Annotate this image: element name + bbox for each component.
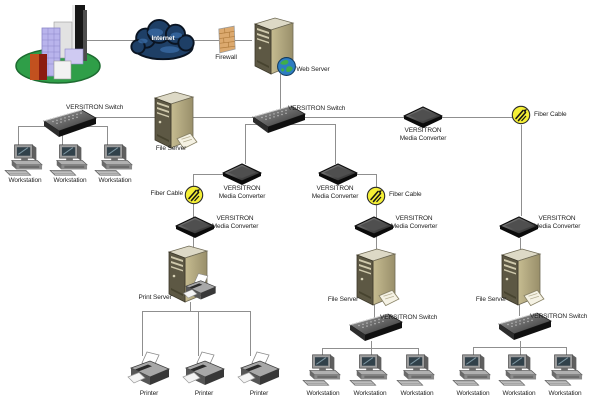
workstation-left-2-icon [48,142,92,178]
media-converter-5-icon [402,104,444,129]
link-chain-right-v [521,125,522,216]
link-center-drop-2 [371,341,372,356]
workstation-left-1-icon [3,142,47,178]
media-converter-2-label: VERSITRON Media Converter [211,215,259,230]
link-printer-drop-1 [142,311,143,356]
printer-2-icon [181,350,227,392]
media-converter-3-label: VERSITRON Media Converter [311,185,359,200]
link-printer-bus [142,311,251,312]
link-mc3-fiber2-h [356,174,377,175]
versitron-switch-right-label: VERSITRON Switch [530,313,588,320]
printer-2-label: Printer [194,390,214,397]
link-left-drop-1 [18,126,19,147]
file-server-right-label: File Server [475,296,507,303]
workstation-center-2-icon [348,352,392,388]
versitron-switch-top-label: VERSITRON Switch [288,105,346,112]
versitron-switch-left-icon [42,108,98,140]
workstation-left-3-label: Workstation [98,177,132,184]
link-right-drop-1 [473,347,474,356]
workstation-center-1-label: Workstation [306,390,340,397]
link-left-drop-3 [107,126,108,147]
fiber-cable-2-icon [366,186,386,206]
printer-1-icon [126,350,172,392]
link-right-drop-2 [520,341,521,356]
printer-3-label: Printer [249,390,269,397]
media-converter-1-label: VERSITRON Media Converter [218,185,266,200]
media-converter-6-label: VERSITRON Media Converter [533,215,581,230]
workstation-right-3-label: Workstation [548,390,582,397]
versitron-switch-center-label: VERSITRON Switch [380,314,438,321]
link-chain-left-v [193,174,194,252]
workstation-right-1-label: Workstation [456,390,490,397]
file-server-left-icon [146,90,200,152]
fiber-cable-3-icon [511,105,531,125]
printer-1-label: Printer [139,390,159,397]
media-converter-5-label: VERSITRON Media Converter [399,127,447,142]
link-fscenter-switch [374,302,375,318]
workstation-right-1-icon [451,352,495,388]
web-server-label: Web Server [296,66,330,73]
workstation-right-2-label: Workstation [502,390,536,397]
link-fsright-switch [519,300,520,316]
firewall-icon [215,25,238,54]
link-bracket-right [335,124,336,164]
workstation-center-2-label: Workstation [353,390,387,397]
fiber-cable-1-label: Fiber Cable [150,190,184,197]
file-server-center-label: File Server [327,296,359,303]
link-left-drop-2 [62,126,63,147]
link-printer-drop-2 [198,311,199,356]
link-right-drop-3 [566,347,567,356]
fiber-cable-1-icon [184,185,204,205]
media-converter-3-icon [317,161,359,186]
print-server-label: Print Server [138,294,172,301]
fiber-cable-3-label: Fiber Cable [534,111,567,118]
link-chain-center-v [376,174,377,252]
link-printserver-bus-v [190,302,191,312]
workstation-center-3-icon [395,352,439,388]
workstation-left-2-label: Workstation [53,177,87,184]
link-bracket-left [245,124,246,164]
site-buildings-icon [10,2,102,86]
workstation-center-3-label: Workstation [400,390,434,397]
workstation-left-3-icon [93,142,137,178]
workstation-left-1-label: Workstation [8,177,42,184]
internet-label: Internet [151,35,175,42]
workstation-center-1-icon [301,352,345,388]
link-mc6-fsright [520,238,521,251]
file-server-left-label: File Server [155,145,187,152]
workstation-right-3-icon [543,352,587,388]
link-center-bus [322,348,419,349]
link-printer-drop-3 [250,311,251,356]
link-center-drop-1 [322,348,323,356]
link-mc1-fiber1-h [193,174,225,175]
versitron-switch-left-label: VERSITRON Switch [66,104,124,111]
workstation-right-2-icon [497,352,541,388]
link-center-drop-3 [418,348,419,356]
firewall-label: Firewall [215,54,237,61]
media-converter-1-icon [221,161,263,186]
fiber-cable-2-label: Fiber Cable [389,191,422,198]
printer-3-icon [236,350,282,392]
media-converter-4-label: VERSITRON Media Converter [390,215,438,230]
link-webserver-switch [280,74,281,110]
